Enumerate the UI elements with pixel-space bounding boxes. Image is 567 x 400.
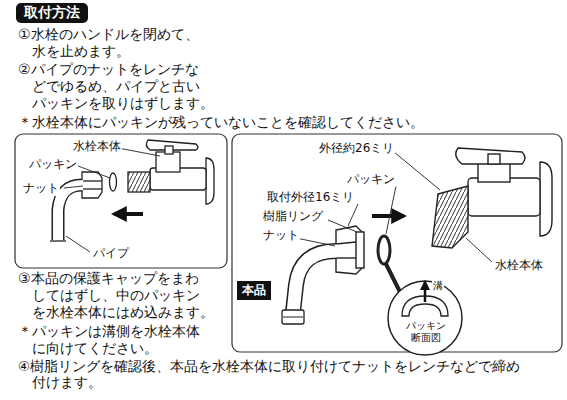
leader-line <box>64 148 160 252</box>
step-text: ④樹脂リングを確認後、本品を水栓本体に取り付けてナットをレンチなどで締め 付けま… <box>18 358 554 391</box>
move-arrow <box>372 214 404 218</box>
panel <box>15 134 227 268</box>
inset-caption: パッキン 断面図 <box>404 320 448 344</box>
move-arrow <box>114 212 143 216</box>
part-label: 水栓本体 <box>72 139 122 154</box>
step-text: ①水栓のハンドルを閉めて、 水を止めます。 <box>18 26 218 60</box>
part-label: パッキン <box>28 157 78 172</box>
part-label: 水栓本体 <box>494 258 544 273</box>
section-title: 取付方法 <box>16 3 88 23</box>
dimension-label: 外径約26ミリ <box>318 141 395 156</box>
note-text: ＊水栓本体にパッキンが残っていないことを確認してください。 <box>18 114 424 131</box>
part-label: パッキン <box>346 172 396 187</box>
leader-line <box>296 152 492 262</box>
part-label: ナット <box>262 228 300 243</box>
product-tag: 本品 <box>237 281 271 300</box>
part-label: パイプ <box>92 246 130 261</box>
part-label: 樹脂リング <box>262 209 324 224</box>
tag-text: 本品 <box>242 282 266 299</box>
inset-circle <box>388 281 462 355</box>
step-text: ③本品の保護キャップをまわ してはずし、中のパッキン を水栓本体にはめ込みます。 <box>18 270 218 321</box>
groove-label: 溝 <box>432 280 444 292</box>
dimension-label: 取付外径16ミリ <box>266 190 355 205</box>
faucet-right <box>336 148 552 274</box>
part-label: ナット <box>22 181 60 196</box>
note-text: ＊パッキンは溝側を水栓本体 に向けてください。 <box>18 323 218 357</box>
step-text: ②パイプのナットをレンチな どでゆるめ、パイプと古い パッキンを取りはずします。 <box>18 61 218 112</box>
